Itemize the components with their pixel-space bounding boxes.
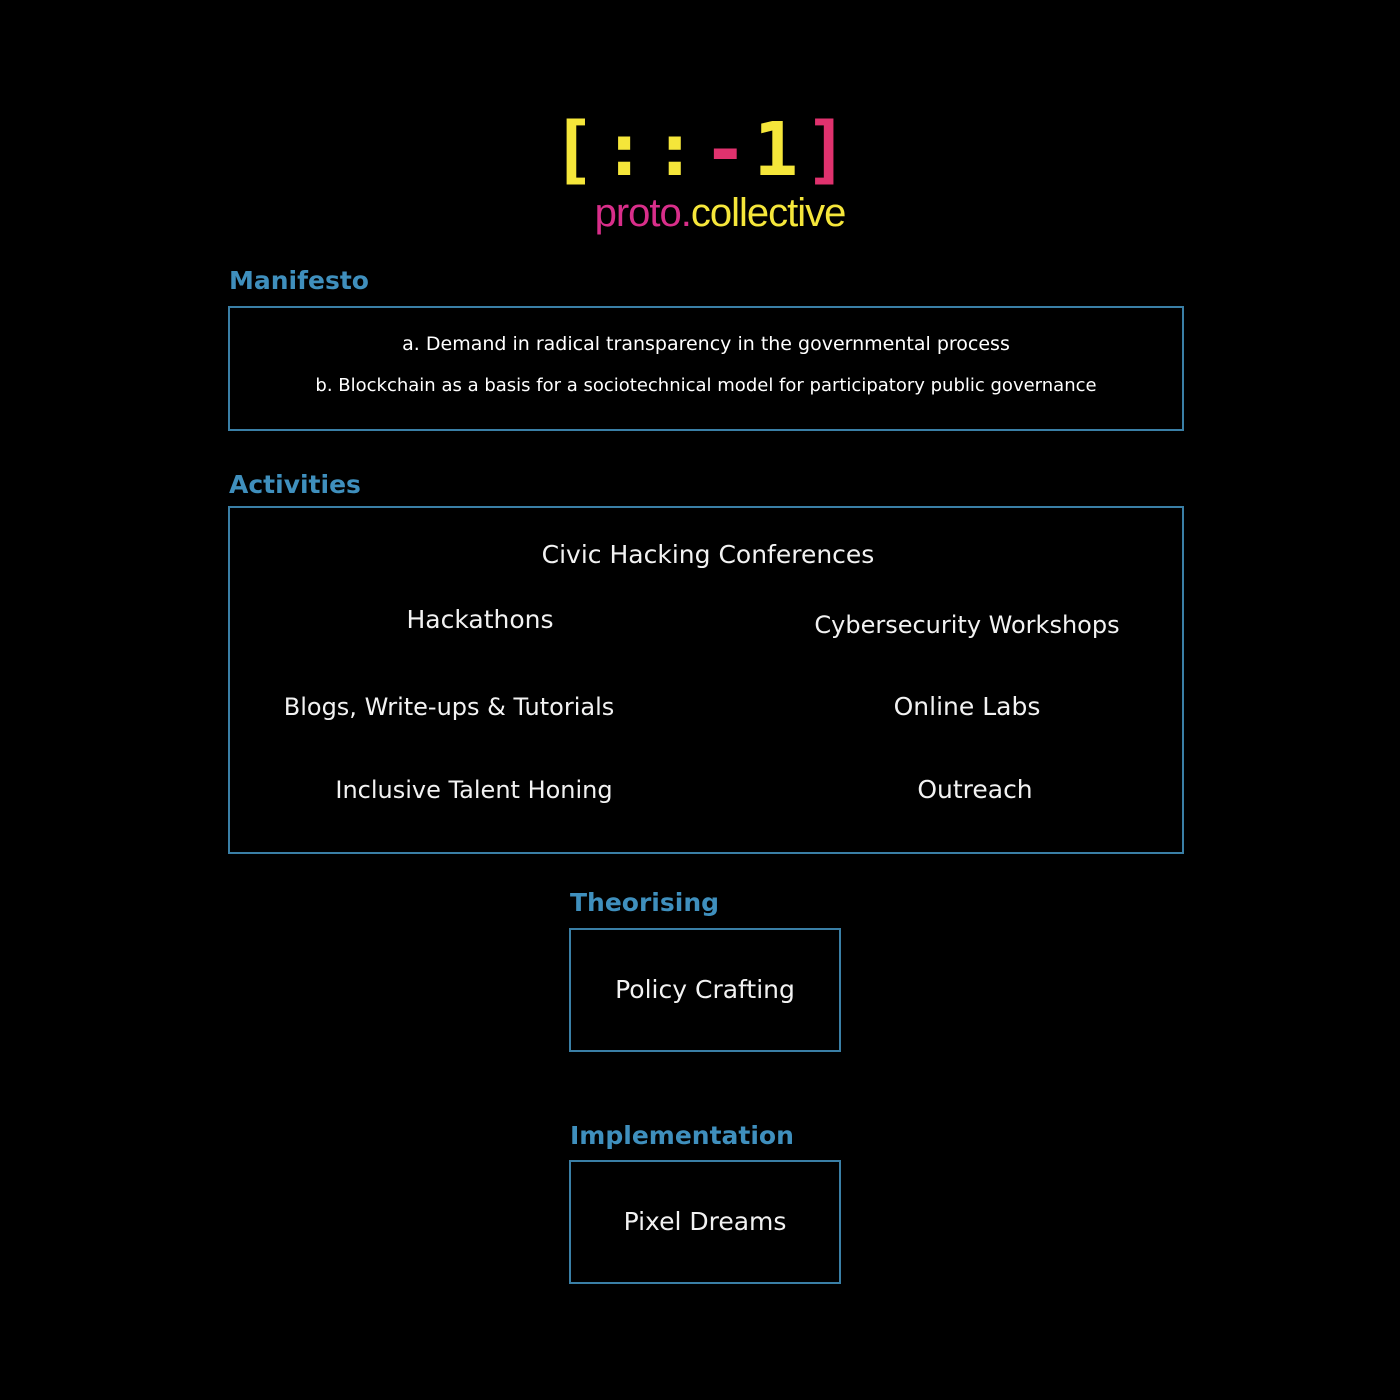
activity-item: Civic Hacking Conferences xyxy=(541,540,875,569)
manifesto-line: a. Demand in radical transparency in the… xyxy=(402,333,1010,355)
logo-glyph: : xyxy=(652,107,697,193)
logo-glyph: - xyxy=(703,107,748,193)
activity-item: Outreach xyxy=(917,775,1033,804)
logo-wordmark: proto.collective xyxy=(0,188,1400,238)
activity-item: Online Labs xyxy=(893,692,1041,721)
implementation-title: Implementation xyxy=(570,1121,794,1150)
manifesto-box: a. Demand in radical transparency in the… xyxy=(228,306,1184,431)
theorising-item: Policy Crafting xyxy=(615,975,795,1004)
theorising-title: Theorising xyxy=(570,888,720,917)
logo-glyph: ] xyxy=(804,107,849,193)
logo-glyph: 1 xyxy=(753,107,799,193)
activity-item: Cybersecurity Workshops xyxy=(814,611,1120,639)
activity-item: Inclusive Talent Honing xyxy=(335,776,613,804)
logo-glyph: [ xyxy=(551,107,596,193)
activities-title: Activities xyxy=(229,470,361,499)
implementation-box: Pixel Dreams xyxy=(569,1160,841,1284)
implementation-item: Pixel Dreams xyxy=(623,1207,787,1236)
manifesto-title: Manifesto xyxy=(229,266,369,295)
logo-wordmark-dot: . xyxy=(680,191,692,235)
activities-box: Civic Hacking Conferences Hackathons Cyb… xyxy=(228,506,1184,854)
logo-wordmark-proto: proto xyxy=(594,191,682,235)
theorising-box: Policy Crafting xyxy=(569,928,841,1052)
manifesto-line: b. Blockchain as a basis for a sociotech… xyxy=(315,375,1097,396)
logo-wordmark-collective: collective xyxy=(690,191,847,235)
logo-mark: [::-1] xyxy=(0,110,1400,190)
activity-item: Blogs, Write-ups & Tutorials xyxy=(283,693,615,721)
activity-item: Hackathons xyxy=(406,605,554,634)
logo-glyph: : xyxy=(601,107,647,193)
